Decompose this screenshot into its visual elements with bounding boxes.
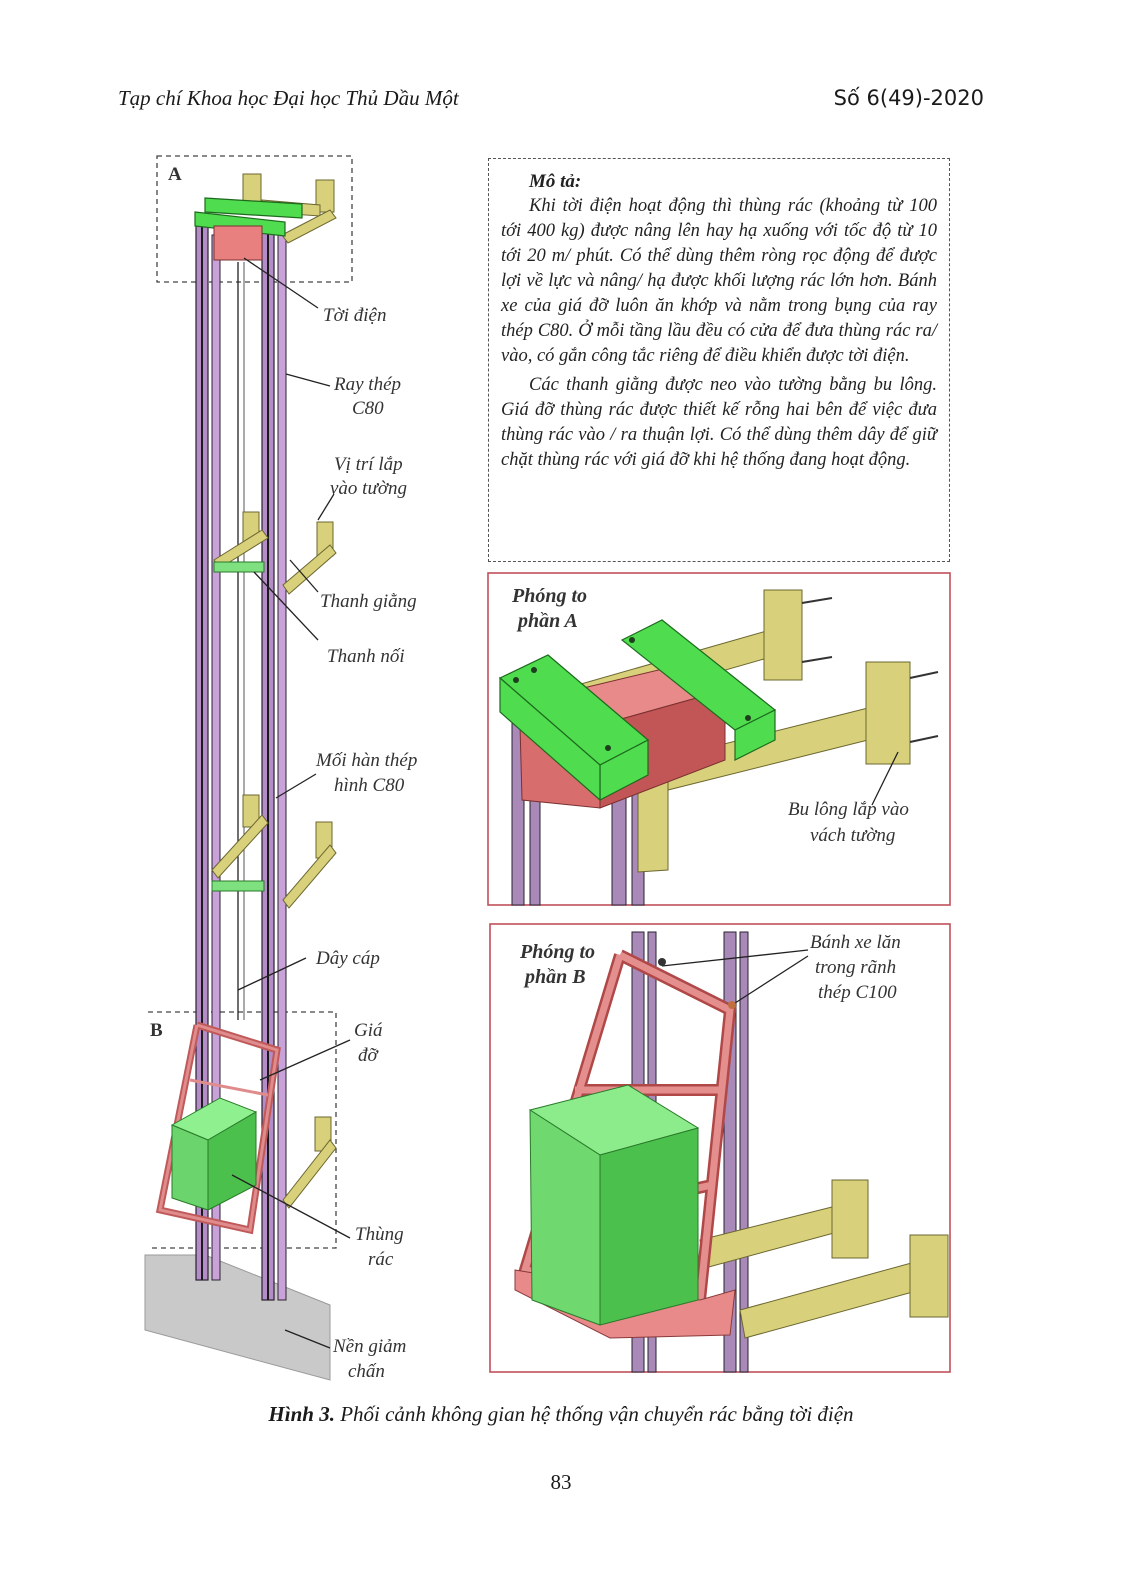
mid-brackets-2 (211, 794, 337, 909)
description-paragraph-1: Khi tời điện hoạt động thì thùng rác (kh… (501, 196, 937, 366)
label-rail-2: C80 (352, 398, 384, 419)
figure-caption: Hình 3. Phối cảnh không gian hệ thống vậ… (0, 1402, 1122, 1427)
label-bin-2: rác (368, 1249, 394, 1270)
label-base-1: Nền giảm (332, 1336, 406, 1357)
label-bin-1: Thùng (355, 1224, 404, 1245)
winch (213, 225, 263, 261)
label-brace: Thanh giằng (320, 591, 417, 612)
label-cable: Dây cáp (315, 948, 380, 969)
low-brackets (282, 1116, 337, 1209)
caption-text: Phối cảnh không gian hệ thống vận chuyển… (340, 1402, 854, 1426)
issue-number: Số 6(49)-2020 (833, 86, 984, 110)
label-a: A (168, 164, 182, 185)
system-overview: A B Tời điện Ray thép C80 Vị trí lắp vào… (144, 155, 417, 1382)
detail-box-b (148, 1011, 337, 1249)
connecting-bar (213, 561, 265, 573)
label-winch: Tời điện (323, 305, 386, 326)
trash-bin-detail (528, 1084, 700, 1326)
label-bolt-2: vách tường (810, 825, 895, 846)
description-paragraph-2: Các thanh giằng được neo vào tường bằng … (501, 375, 937, 470)
detail-box-a (156, 155, 353, 283)
label-weld-1: Mối hàn thép (315, 750, 417, 771)
description-box: Mô tả: Khi tời điện hoạt động thì thùng … (488, 158, 950, 562)
trash-bin-small (170, 1097, 258, 1211)
label-carrier-2: đỡ (358, 1045, 380, 1066)
label-wheel-2: trong rãnh (815, 957, 896, 978)
label-bolt-1: Bu lông lắp vào (788, 799, 909, 820)
label-wall-mount-1: Vị trí lắp (334, 454, 403, 475)
label-weld-2: hình C80 (334, 775, 405, 796)
mid-brackets-1 (213, 511, 337, 595)
zoom-b-title-2: phần B (523, 966, 586, 988)
label-wheel-3: thép C100 (818, 982, 897, 1003)
label-connector: Thanh nối (327, 646, 405, 667)
zoom-a-title-1: Phóng to (511, 585, 587, 607)
damping-base (144, 1254, 331, 1381)
label-wheel-1: Bánh xe lăn (810, 932, 901, 953)
label-b: B (150, 1020, 163, 1041)
zoom-panel-b: Phóng to phần B Bánh xe lăn trong rãnh t… (489, 923, 951, 1373)
label-wall-mount-2: vào tường (330, 478, 407, 499)
label-rail-1: Ray thép (333, 374, 401, 395)
zoom-b-title-1: Phóng to (519, 941, 595, 963)
caption-label: Hình 3. (268, 1402, 335, 1426)
description-title: Mô tả: (529, 171, 582, 192)
zoom-panel-a: Phóng to phần A Bu lông lắp vào vách tườ… (487, 572, 951, 906)
page-number: 83 (550, 1470, 572, 1494)
zoom-a-title-2: phần A (516, 610, 578, 632)
label-base-2: chấn (348, 1361, 385, 1382)
label-carrier-1: Giá (354, 1020, 383, 1041)
leader-lines (231, 257, 351, 1349)
journal-title: Tạp chí Khoa học Đại học Thủ Dầu Một (118, 86, 459, 110)
